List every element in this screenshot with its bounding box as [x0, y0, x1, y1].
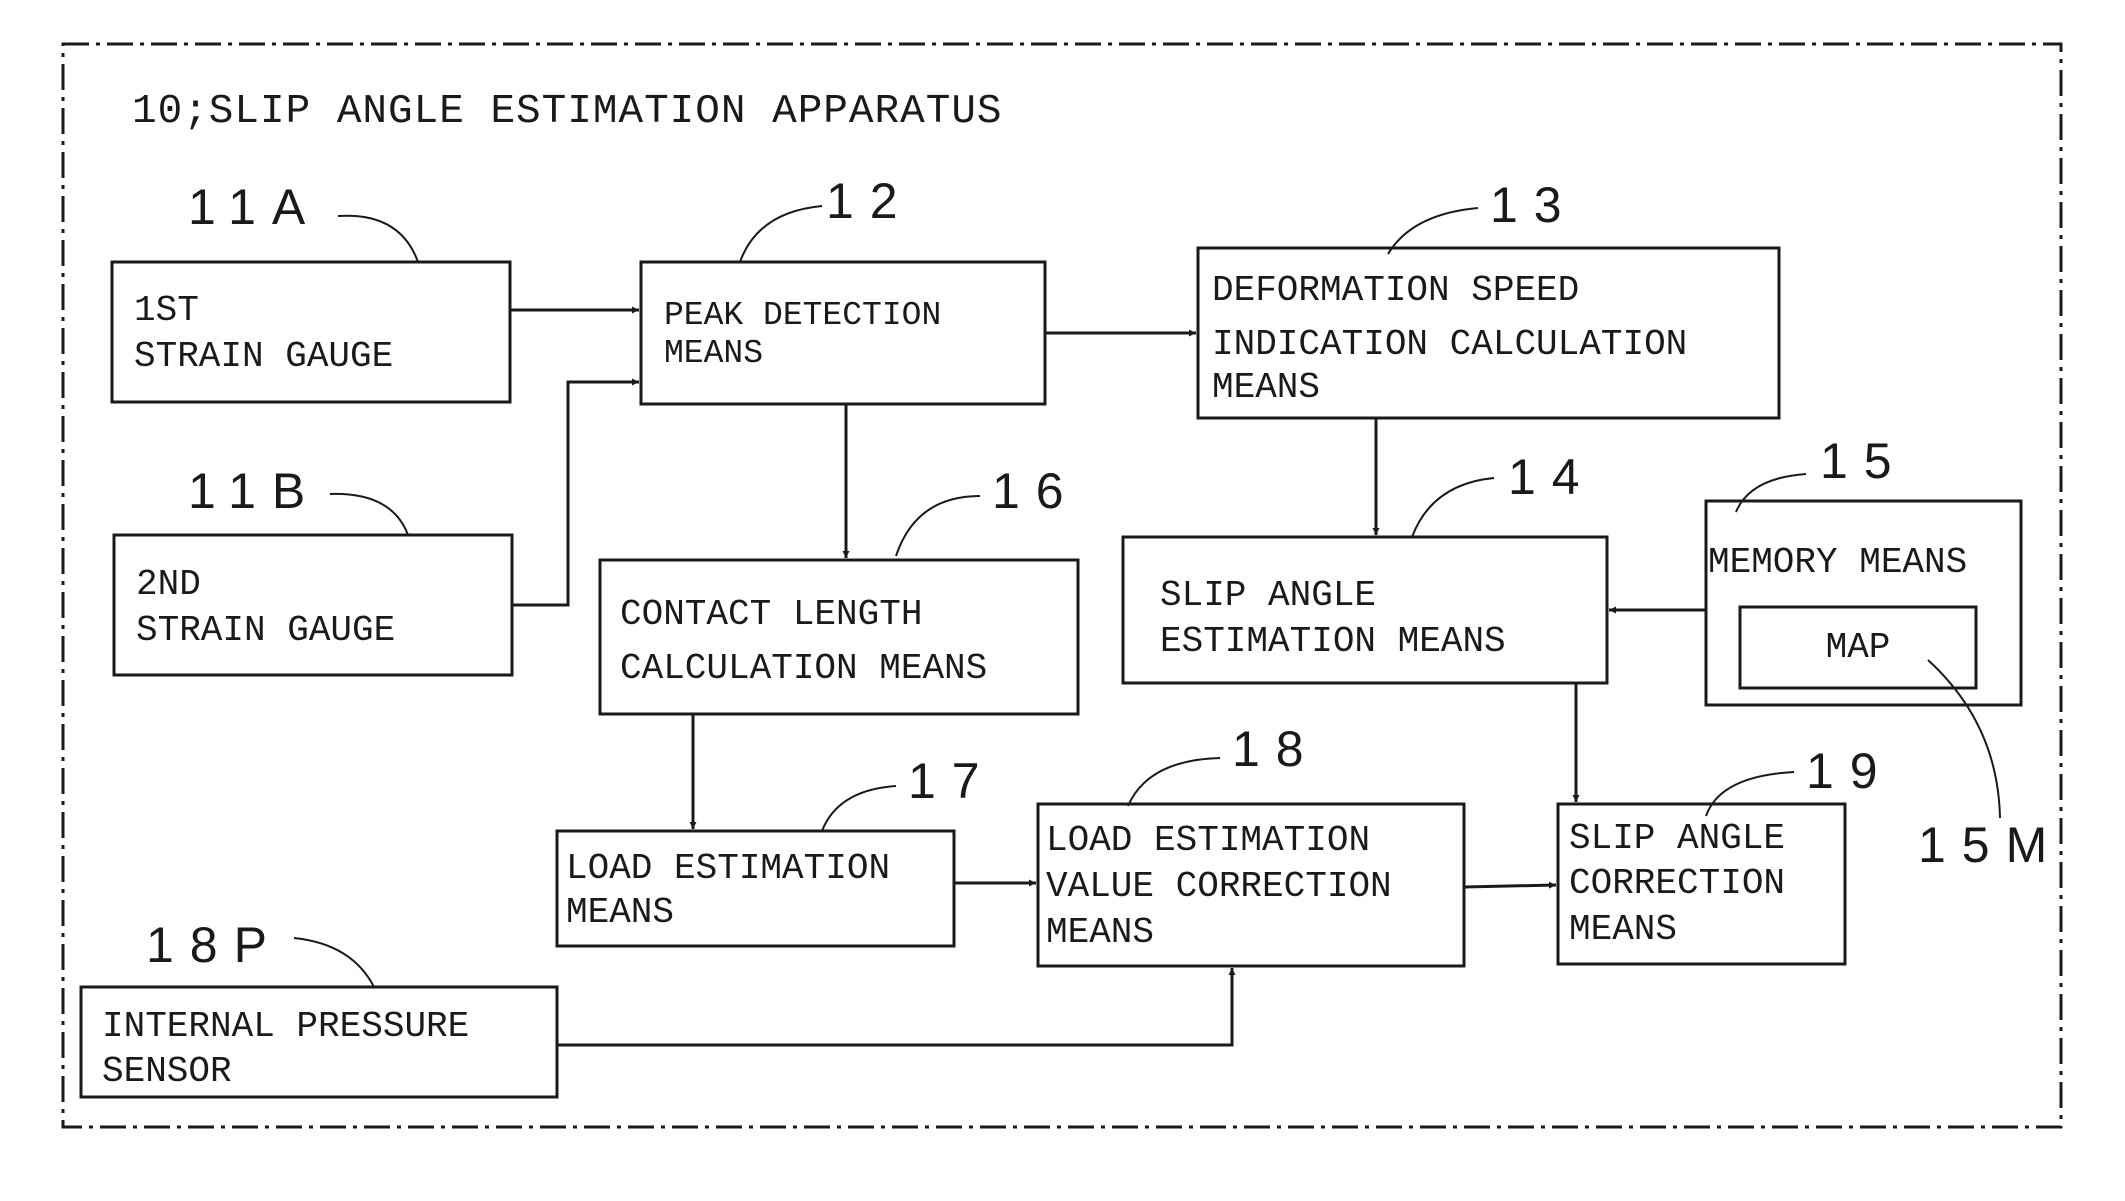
ref-label: 14: [1508, 449, 1596, 505]
ref-18: 18: [1128, 721, 1320, 806]
ref-label: 12: [826, 173, 914, 229]
block-text-line: SLIP ANGLE: [1160, 575, 1376, 616]
block-text-line: INDICATION CALCULATION: [1212, 324, 1687, 365]
load-estimation-block: LOAD ESTIMATION MEANS: [557, 831, 954, 946]
deformation-speed-block: DEFORMATION SPEED INDICATION CALCULATION…: [1198, 248, 1779, 418]
block-text-line: VALUE CORRECTION: [1046, 866, 1392, 907]
block-text-line: CORRECTION: [1569, 863, 1785, 904]
block-text-line: MAP: [1826, 627, 1891, 668]
block-text-line: DEFORMATION SPEED: [1212, 270, 1579, 311]
block-text-line: LOAD ESTIMATION: [566, 848, 890, 889]
ref-17: 17: [822, 753, 996, 831]
load-correction-block: LOAD ESTIMATION VALUE CORRECTION MEANS: [1038, 804, 1464, 966]
block-text-line: MEANS: [1046, 912, 1154, 953]
ref-label: 18P: [146, 917, 283, 973]
ref-16: 16: [896, 463, 1080, 556]
strain-gauge-1-block: 1ST STRAIN GAUGE: [112, 262, 510, 402]
block-text-line: MEANS: [566, 892, 674, 933]
block-text-line: MEANS: [1212, 367, 1320, 408]
block-text-line: MEANS: [664, 335, 763, 372]
ref-13: 13: [1388, 177, 1578, 254]
contact-length-block: CONTACT LENGTH CALCULATION MEANS: [600, 560, 1078, 714]
ref-label: 17: [908, 753, 996, 809]
slip-angle-estimation-block: SLIP ANGLE ESTIMATION MEANS: [1123, 537, 1607, 683]
apparatus-title: 10;SLIP ANGLE ESTIMATION APPARATUS: [132, 89, 1003, 135]
block-text-line: STRAIN GAUGE: [136, 610, 395, 651]
ref-label: 11B: [188, 463, 321, 519]
arrow-correction-to-slipcorrection: [1464, 885, 1556, 887]
ref-label: 16: [992, 463, 1080, 519]
block-text-line: SENSOR: [102, 1051, 232, 1092]
ref-label: 19: [1806, 743, 1894, 799]
block-text-line: ESTIMATION MEANS: [1160, 621, 1506, 662]
ref-label: 15M: [1918, 817, 2063, 873]
block-text-line: 1ST: [134, 290, 199, 331]
block-text-line: 2ND: [136, 564, 201, 605]
ref-label: 15: [1820, 433, 1908, 489]
ref-label: 11A: [188, 179, 321, 235]
ref-11B: 11B: [188, 463, 408, 535]
block-text-line: MEMORY MEANS: [1708, 542, 1967, 583]
block-text-line: MEANS: [1569, 909, 1677, 950]
ref-18P: 18P: [146, 917, 374, 987]
strain-gauge-2-block: 2ND STRAIN GAUGE: [114, 535, 512, 675]
block-text-line: PEAK DETECTION: [664, 297, 941, 334]
block-text-line: SLIP ANGLE: [1569, 818, 1785, 859]
ref-12: 12: [740, 173, 914, 262]
ref-14: 14: [1412, 449, 1596, 537]
block-text-line: INTERNAL PRESSURE: [102, 1006, 469, 1047]
block-text-line: CONTACT LENGTH: [620, 594, 922, 635]
map-block: MAP: [1740, 607, 1976, 688]
slip-correction-block: SLIP ANGLE CORRECTION MEANS: [1558, 804, 1845, 964]
block-text-line: LOAD ESTIMATION: [1046, 820, 1370, 861]
pressure-sensor-block: INTERNAL PRESSURE SENSOR: [81, 987, 557, 1097]
ref-11A: 11A: [188, 179, 418, 262]
peak-detection-block: PEAK DETECTION MEANS: [641, 262, 1045, 404]
arrow-pressure-to-correction: [557, 968, 1232, 1045]
ref-label: 13: [1490, 177, 1578, 233]
ref-label: 18: [1232, 721, 1320, 777]
block-text-line: CALCULATION MEANS: [620, 648, 987, 689]
block-text-line: STRAIN GAUGE: [134, 336, 393, 377]
